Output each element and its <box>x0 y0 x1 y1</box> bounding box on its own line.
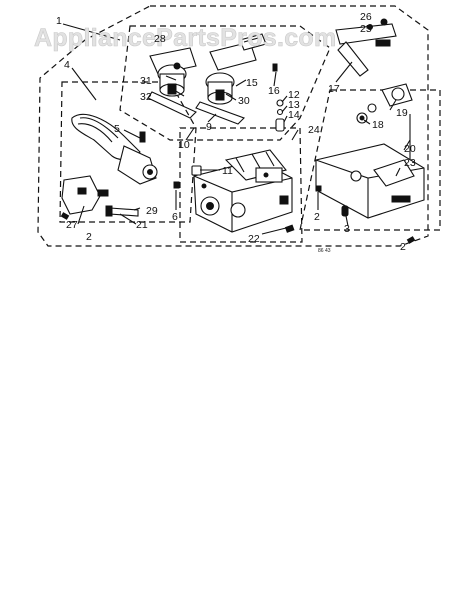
callout-10: 10 <box>178 139 190 151</box>
screw-2-right <box>315 185 416 244</box>
callout-27: 27 <box>66 219 78 231</box>
burner-tube <box>71 113 158 185</box>
callout-25: 25 <box>360 23 372 35</box>
watermark-text: AppliancePartsPros.com <box>34 24 337 52</box>
screw-2-left <box>60 212 70 220</box>
callout-17: 17 <box>328 83 340 95</box>
mounting-bracket-27 <box>61 175 109 215</box>
callout-19: 19 <box>396 107 408 119</box>
callout-3: 3 <box>344 223 350 235</box>
callout-20: 20 <box>404 143 416 155</box>
callout-21: 21 <box>136 219 148 231</box>
gas-valve-body <box>193 149 293 233</box>
fitting-18-19 <box>356 83 413 124</box>
callout-11: 11 <box>222 165 233 177</box>
callout-9: 9 <box>206 121 212 133</box>
screw-6 <box>173 181 180 189</box>
valve-body-group-boundary <box>179 127 303 243</box>
screw-11 <box>191 165 202 176</box>
callout-29: 29 <box>146 205 158 217</box>
screw-3 <box>341 205 349 217</box>
diagram-code: 86 43 <box>318 248 331 254</box>
callout-13: 13 <box>288 99 300 111</box>
callout-32: 32 <box>140 91 152 103</box>
screw-12-13-14 <box>275 99 285 132</box>
screw-22 <box>284 224 295 233</box>
callout-2: 2 <box>86 231 92 243</box>
callout-31: 31 <box>140 75 152 87</box>
leader-lines <box>62 23 411 235</box>
burner-group-boundary <box>59 81 197 223</box>
solenoid-valve-group-boundary <box>119 25 331 141</box>
igniter-tube <box>335 18 397 77</box>
callout-12: 12 <box>288 89 300 101</box>
orifice-21-29 <box>105 205 139 217</box>
callout-18: 18 <box>372 119 384 131</box>
callout-28: 28 <box>154 33 166 45</box>
parts-exploded-diagram: AppliancePartsPros.com 1 2 2 2 3 4 5 6 9… <box>34 5 441 254</box>
callout-30: 30 <box>238 95 250 107</box>
main-assembly-boundary <box>37 5 429 247</box>
callout-4: 4 <box>64 59 70 71</box>
callout-5: 5 <box>114 123 120 135</box>
callout-24: 24 <box>308 124 320 136</box>
callout-23: 23 <box>404 157 416 169</box>
callout-15: 15 <box>246 77 258 89</box>
callout-2: 2 <box>314 211 320 223</box>
screw-16 <box>272 63 278 72</box>
callout-16: 16 <box>268 85 280 97</box>
solenoid-coil-left <box>147 47 197 119</box>
solenoid-coil-right <box>195 33 267 125</box>
callout-2: 2 <box>400 241 406 253</box>
mounting-plate <box>315 114 425 219</box>
callout-22: 22 <box>248 233 260 245</box>
callout-6: 6 <box>172 211 178 223</box>
callout-26: 26 <box>360 11 372 23</box>
callout-14: 14 <box>288 109 300 121</box>
callout-1: 1 <box>56 15 62 27</box>
